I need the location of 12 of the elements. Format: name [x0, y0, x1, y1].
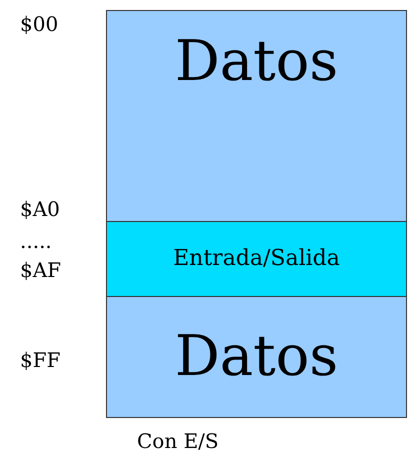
caption: Con E/S [137, 429, 219, 453]
memory-region [106, 296, 407, 418]
memory-region [106, 10, 407, 222]
region-label: Entrada/Salida [173, 246, 340, 272]
memory-region [106, 221, 407, 297]
address-label: $AF [20, 258, 62, 282]
region-label: Datos [174, 326, 338, 388]
region-label: Datos [174, 31, 338, 93]
address-label: $00 [20, 12, 58, 36]
address-label: $A0 [20, 197, 60, 221]
address-label: ..... [20, 229, 52, 253]
address-label: $FF [20, 348, 60, 372]
